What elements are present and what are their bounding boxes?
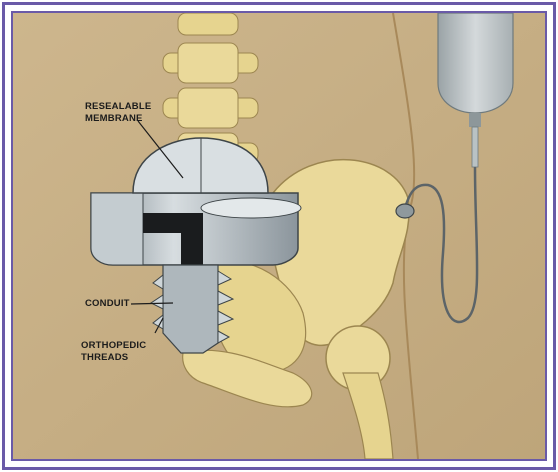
hip-port	[396, 204, 414, 218]
label-membrane: MEMBRANE	[85, 113, 143, 124]
illustration-panel: RESEALABLE MEMBRANE CONDUIT ORTHOPEDIC T…	[11, 11, 547, 461]
medical-illustration: RESEALABLE MEMBRANE CONDUIT ORTHOPEDIC T…	[13, 13, 545, 459]
label-threads: THREADS	[81, 352, 128, 363]
label-conduit: CONDUIT	[85, 298, 130, 309]
label-orthopedic: ORTHOPEDIC	[81, 340, 146, 351]
label-resealable: RESEALABLE	[85, 101, 151, 112]
